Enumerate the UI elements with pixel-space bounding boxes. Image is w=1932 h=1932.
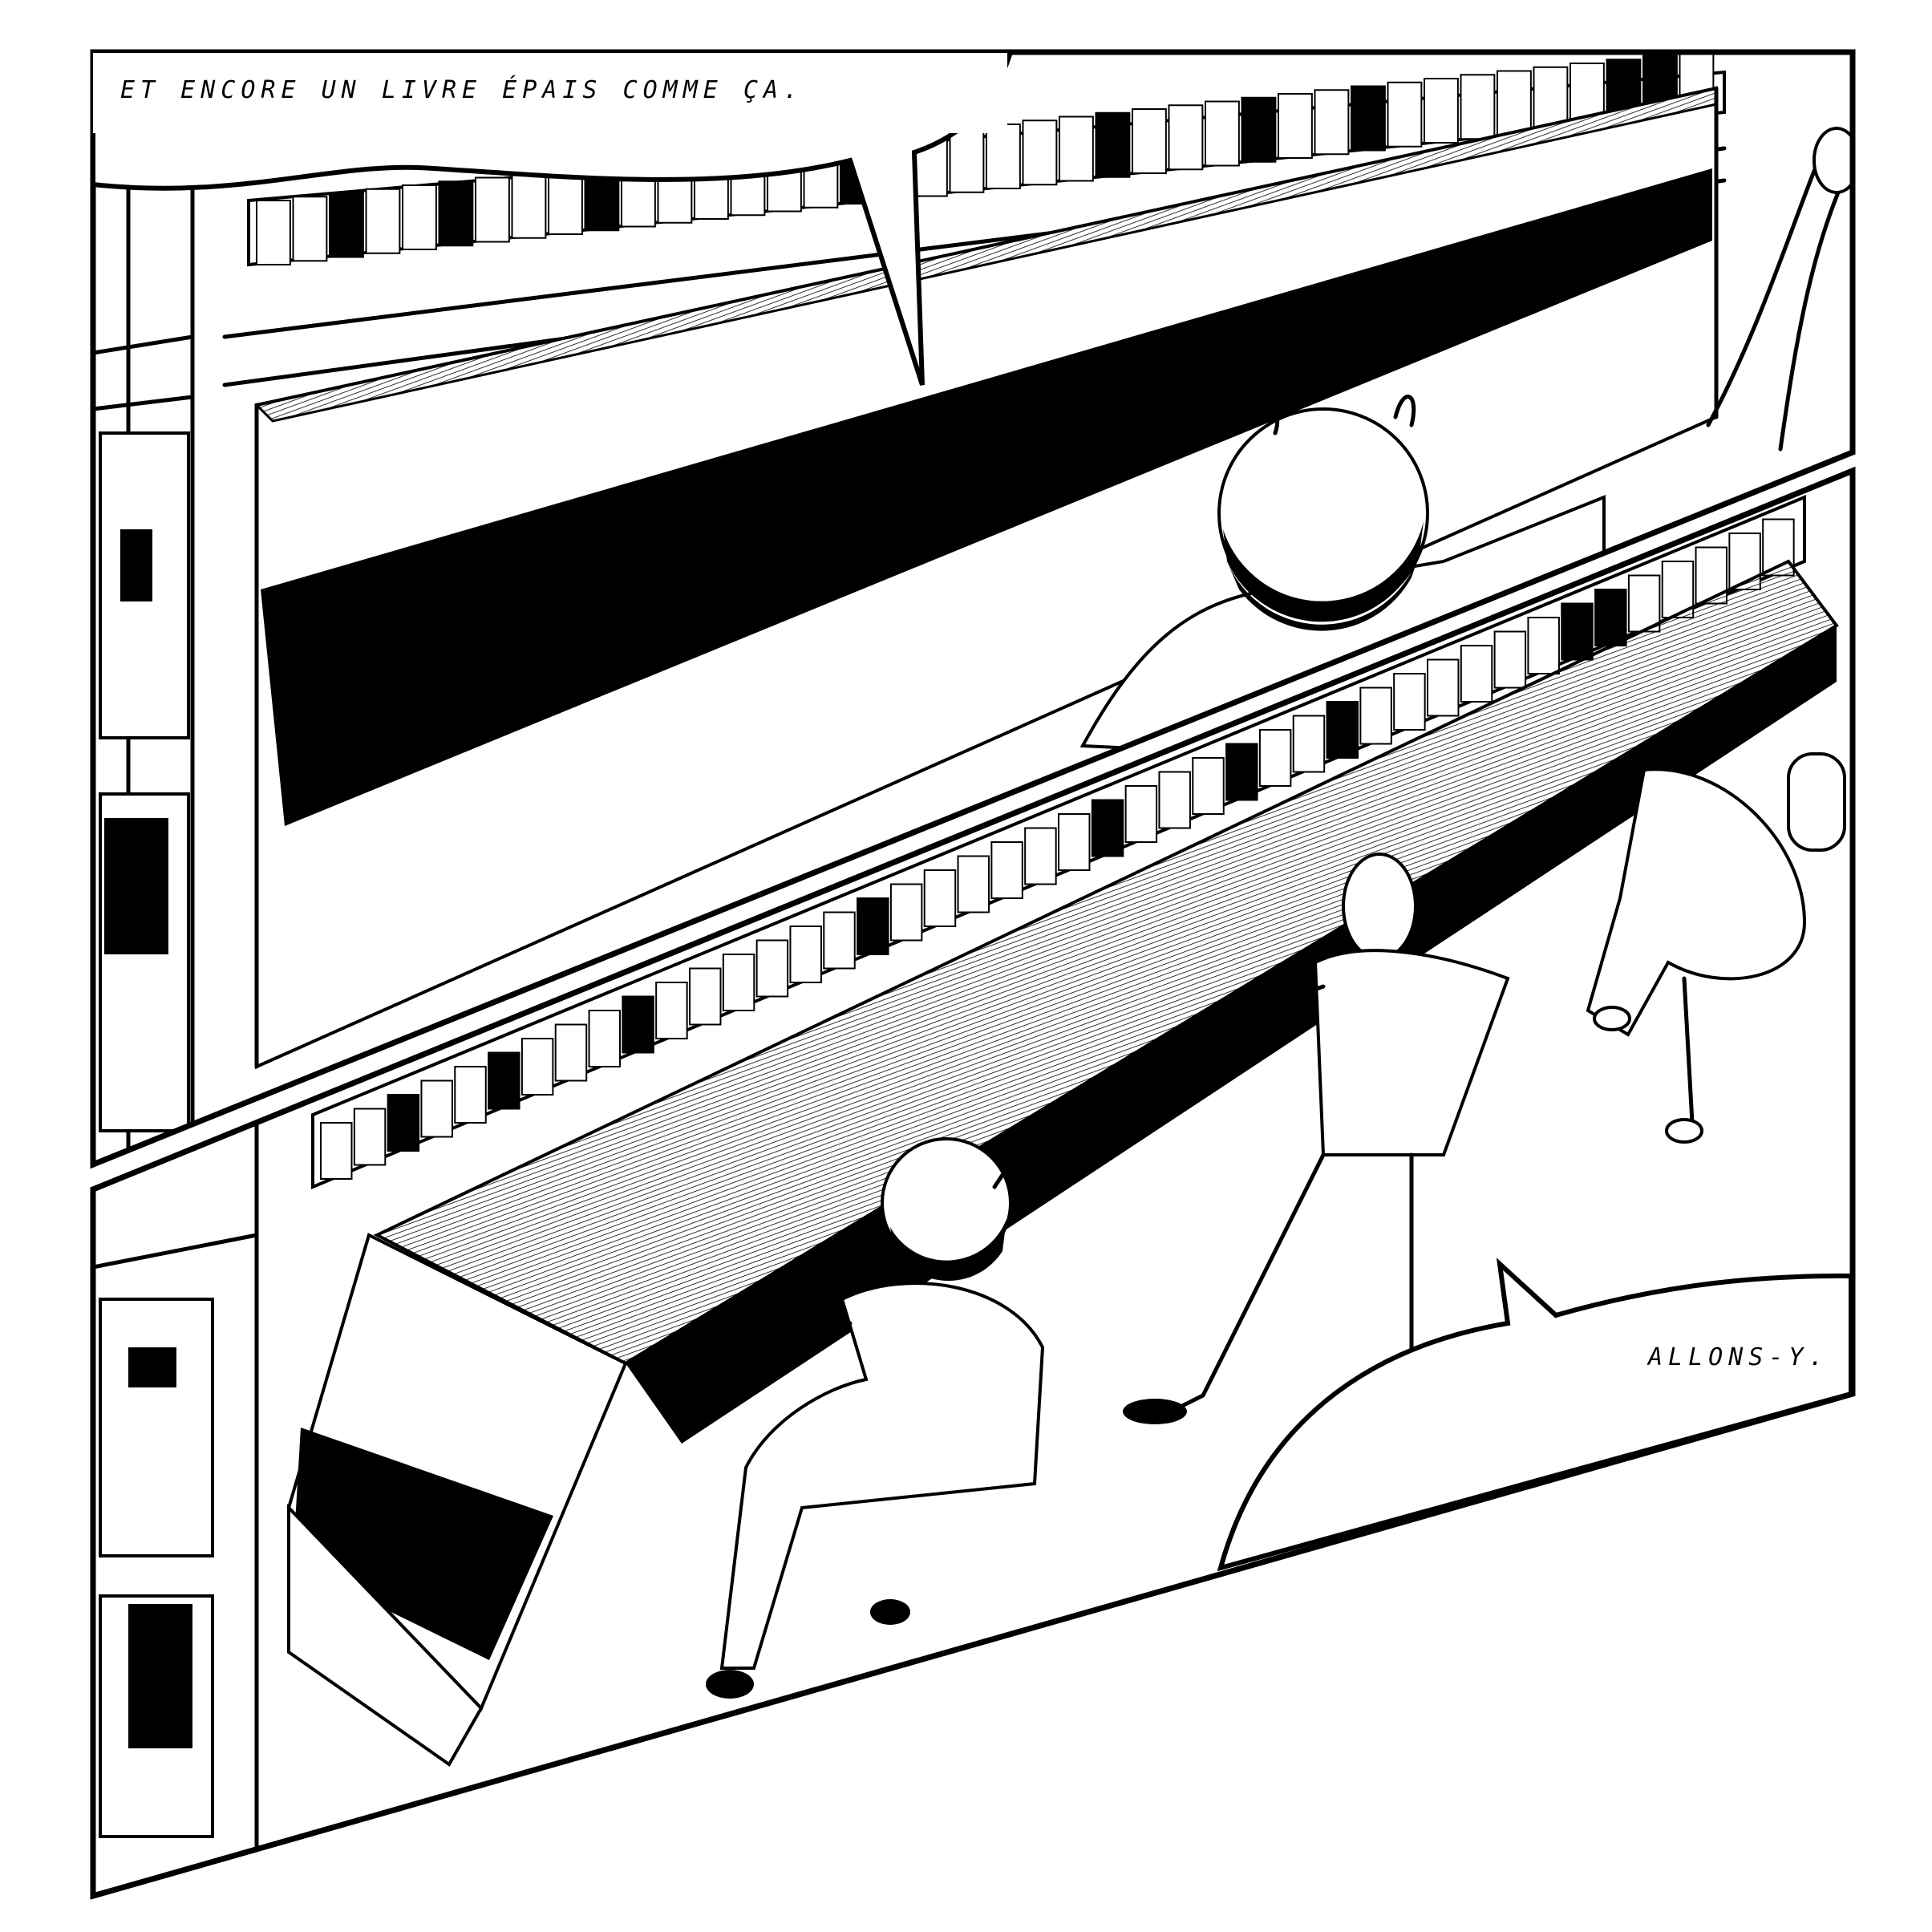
book-spine — [454, 1066, 487, 1124]
book-spine — [387, 1094, 420, 1152]
bookshelf-left-lower — [93, 1120, 259, 1871]
book-spine — [689, 967, 722, 1026]
book-spine — [1527, 617, 1560, 674]
speech-bubble-1: ET ENCORE UN LIVRE ÉPAIS COMME ÇA. — [91, 50, 1015, 386]
book-spine — [1387, 81, 1423, 148]
book-spine — [1022, 119, 1058, 186]
book-spine — [1095, 111, 1131, 178]
book-spine — [1292, 715, 1326, 773]
book-spine — [1359, 687, 1392, 745]
bookshelf-upper-row — [311, 495, 1806, 1190]
speech-text-1: ET ENCORE UN LIVRE ÉPAIS COMME ÇA. — [120, 75, 804, 104]
giant-book — [253, 86, 1719, 1070]
book-spine — [1627, 574, 1661, 633]
book-spine — [1024, 827, 1057, 885]
book-spine — [1278, 93, 1313, 159]
book-spine — [588, 1010, 622, 1067]
book-spine — [1594, 589, 1627, 646]
book-spine — [949, 127, 985, 193]
book-spine — [488, 1051, 520, 1110]
book-spine — [475, 176, 510, 243]
book-spine — [655, 982, 688, 1039]
book-spine — [923, 869, 957, 927]
book-spine — [1241, 96, 1277, 163]
book-spine — [420, 1079, 453, 1138]
book-spine — [1561, 602, 1594, 661]
book-spine — [1059, 115, 1094, 182]
book-spine — [256, 200, 291, 265]
character-round-head-pulling — [703, 1136, 1045, 1699]
book-spine — [353, 1108, 387, 1166]
book-spine — [1326, 701, 1359, 759]
speech-bubble-2: ALLONS-Y. — [1217, 1258, 1853, 1572]
book-spine — [1058, 813, 1091, 871]
book-spine — [1192, 757, 1225, 815]
book-spine — [1132, 108, 1167, 174]
book-spine — [520, 1038, 554, 1096]
book-spine — [1314, 89, 1350, 156]
character-capsule-head — [1586, 719, 1846, 1144]
book-spine — [1427, 658, 1460, 717]
panel-2: ALLONS-Y. — [90, 466, 1856, 1900]
book-spine — [292, 196, 328, 262]
speech-text-2: ALLONS-Y. — [1646, 1343, 1829, 1371]
book-spine — [1460, 645, 1493, 703]
character-right-walking — [1706, 127, 1853, 452]
panel-1: ET ENCORE UN LIVRE ÉPAIS COMME ÇA. — [90, 49, 1856, 1169]
book-spine — [622, 995, 654, 1054]
book-spines-top — [256, 52, 1715, 265]
book-spine — [438, 180, 474, 247]
book-spine — [1351, 85, 1386, 152]
book-spine — [1258, 729, 1292, 787]
book-spine — [889, 883, 923, 942]
book-spine — [548, 169, 583, 235]
book-band — [261, 168, 1712, 826]
book-spine — [320, 1122, 353, 1180]
book-spine — [1424, 78, 1459, 144]
book-spine — [1493, 630, 1527, 689]
book-spine — [789, 925, 822, 983]
book-spine — [857, 897, 889, 955]
book-spine — [823, 911, 856, 970]
book-spine — [1124, 785, 1158, 843]
book-spine — [755, 939, 789, 998]
book-spine — [1091, 799, 1124, 857]
book-spine — [365, 188, 401, 254]
book-spine — [1460, 74, 1496, 140]
book-spine — [957, 855, 990, 913]
bookshelf-left — [93, 52, 195, 1164]
book-spine — [1158, 771, 1191, 829]
book-spine — [1497, 70, 1532, 136]
book-spines-lower — [320, 518, 1795, 1180]
character-furry-pulling — [1123, 853, 1510, 1424]
book-spine — [1225, 743, 1258, 801]
book-spine — [329, 192, 364, 258]
book-spine — [986, 124, 1021, 189]
book-spine — [554, 1023, 588, 1082]
book-spine — [1393, 673, 1426, 731]
bookshelf-top — [222, 52, 1727, 387]
book-spine — [1205, 100, 1240, 167]
book-spine — [511, 172, 547, 239]
book-spine — [402, 184, 437, 250]
book-spine — [722, 954, 755, 1011]
book-spine — [990, 841, 1023, 899]
book-spine — [1168, 104, 1204, 171]
